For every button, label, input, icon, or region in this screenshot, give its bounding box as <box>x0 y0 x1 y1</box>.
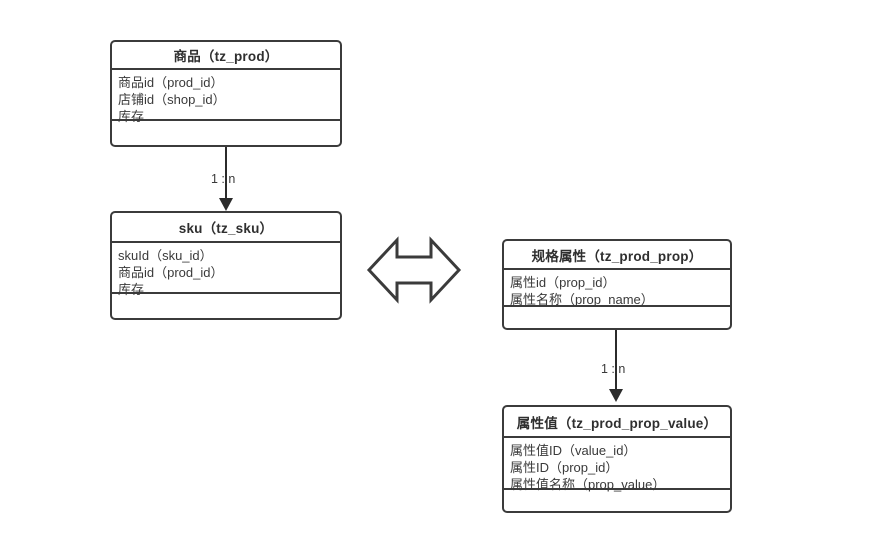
entity-fields-tz-sku: skuId（sku_id） 商品id（prod_id） 库存 <box>112 243 340 297</box>
field-row: 店铺id（shop_id） <box>118 92 226 107</box>
connector-label: 1 : n <box>211 172 236 186</box>
bidirectional-relation-arrow-icon <box>366 236 462 304</box>
entity-header-tz-sku: sku（tz_sku） <box>112 213 340 243</box>
entity-fields-tz-prod: 商品id（prod_id） 店铺id（shop_id） 库存 <box>112 70 340 124</box>
field-row: 库存 <box>118 109 145 124</box>
connector-arrowhead <box>609 389 623 402</box>
entity-footer-tz-prod-prop-value <box>504 490 730 511</box>
entity-header-tz-prod-prop-value: 属性值（tz_prod_prop_value） <box>504 407 730 438</box>
field-row: 库存 <box>118 282 145 297</box>
field-row: 属性值ID（value_id） <box>510 443 637 458</box>
entity-header-tz-prod-prop: 规格属性（tz_prod_prop） <box>504 241 730 270</box>
field-row: 属性值名称（prop_value） <box>510 477 666 492</box>
field-row: 商品id（prod_id） <box>118 75 224 90</box>
entity-tz-prod-prop[interactable]: 规格属性（tz_prod_prop） 属性id（prop_id） 属性名称（pr… <box>502 239 732 330</box>
entity-footer-tz-prod-prop <box>504 307 730 328</box>
entity-tz-sku[interactable]: sku（tz_sku） skuId（sku_id） 商品id（prod_id） … <box>110 211 342 320</box>
field-row: skuId（sku_id） <box>118 248 213 263</box>
entity-tz-prod-prop-value[interactable]: 属性值（tz_prod_prop_value） 属性值ID（value_id） … <box>502 405 732 513</box>
entity-footer-tz-prod <box>112 121 340 145</box>
field-row: 属性ID（prop_id） <box>510 460 619 475</box>
connector-label: 1 : n <box>601 362 626 376</box>
entity-fields-tz-prod-prop: 属性id（prop_id） 属性名称（prop_name） <box>504 270 730 307</box>
field-row: 商品id（prod_id） <box>118 265 224 280</box>
connector-line <box>615 330 617 390</box>
connector-arrowhead <box>219 198 233 211</box>
entity-footer-tz-sku <box>112 294 340 318</box>
entity-tz-prod[interactable]: 商品（tz_prod） 商品id（prod_id） 店铺id（shop_id） … <box>110 40 342 147</box>
entity-fields-tz-prod-prop-value: 属性值ID（value_id） 属性ID（prop_id） 属性值名称（prop… <box>504 438 730 492</box>
connector-line <box>225 147 227 200</box>
field-row: 属性id（prop_id） <box>510 275 616 290</box>
field-row: 属性名称（prop_name） <box>510 292 654 307</box>
entity-header-tz-prod: 商品（tz_prod） <box>112 42 340 70</box>
